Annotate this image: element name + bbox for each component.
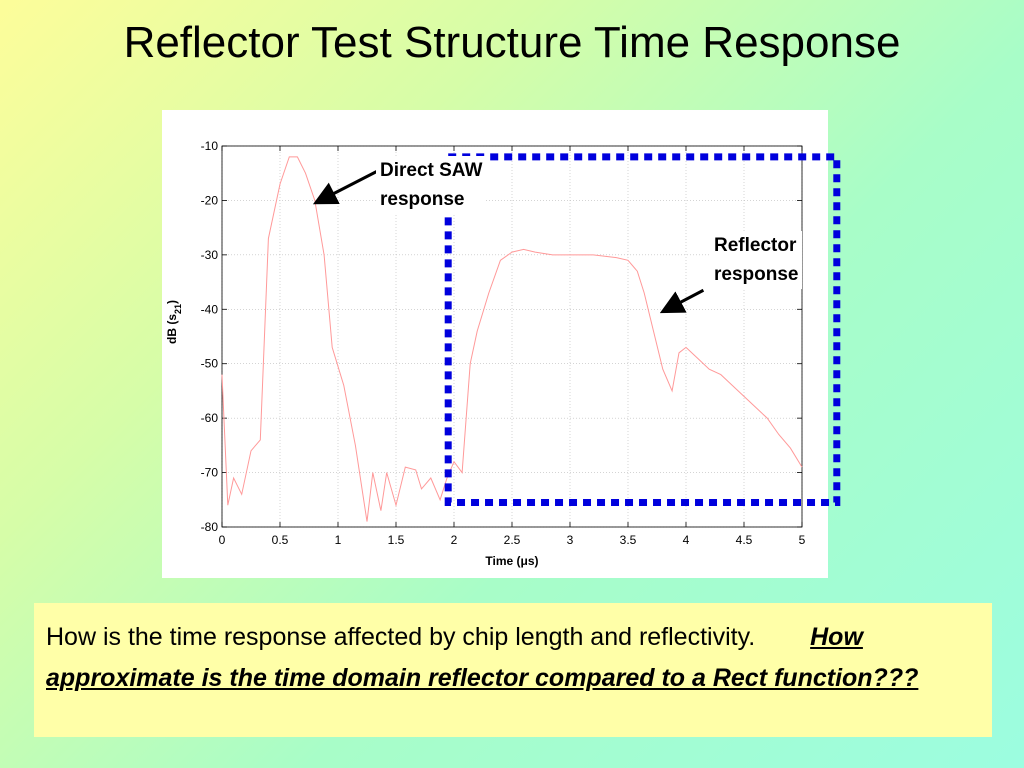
question-box: How is the time response affected by chi… bbox=[34, 603, 992, 737]
x-tick-label: 1.5 bbox=[388, 533, 405, 547]
tick-label-layer: 0 0.5 1 1.5 2 2.5 3 3.5 4 4.5 5 -10 -20 -30 -40 -50 -60 -… bbox=[201, 139, 806, 547]
x-axis-label: Time (μs) bbox=[485, 554, 538, 568]
x-tick-label: 0 bbox=[219, 533, 226, 547]
x-tick-label: 4.5 bbox=[736, 533, 753, 547]
x-tick-label: 1 bbox=[335, 533, 342, 547]
y-tick-label: -50 bbox=[201, 357, 219, 371]
plot-panel: 0 0.5 1 1.5 2 2.5 3 3.5 4 4.5 5 -10 -20 -30 -40 -50 -60 -… bbox=[162, 110, 828, 578]
y-tick-label: -70 bbox=[201, 466, 219, 480]
x-tick-label: 5 bbox=[799, 533, 806, 547]
reflector-callout-line2: response bbox=[714, 264, 799, 285]
x-tick-label: 2 bbox=[451, 533, 458, 547]
direct-callout-line2: response bbox=[380, 189, 465, 210]
x-tick-label: 3 bbox=[567, 533, 574, 547]
reflector-callout: Reflector response bbox=[710, 231, 803, 289]
y-tick-label: -60 bbox=[201, 411, 219, 425]
x-tick-label: 0.5 bbox=[272, 533, 289, 547]
line-chart: 0 0.5 1 1.5 2 2.5 3 3.5 4 4.5 5 -10 -20 -30 -40 -50 -60 -… bbox=[165, 139, 806, 568]
slide-title: Reflector Test Structure Time Response bbox=[123, 18, 901, 67]
direct-saw-callout: Direct SAW response bbox=[376, 156, 487, 214]
x-tick-label: 3.5 bbox=[620, 533, 637, 547]
question-plain-text: How is the time response affected by chi… bbox=[46, 623, 756, 651]
y-axis-label: dB (s21) bbox=[165, 300, 183, 344]
grid-layer bbox=[221, 145, 803, 528]
direct-callout-line1: Direct SAW bbox=[380, 160, 483, 181]
y-tick-label: -40 bbox=[201, 302, 219, 316]
series-line bbox=[221, 156, 803, 522]
trace-layer bbox=[221, 156, 803, 522]
y-tick-label: -30 bbox=[201, 248, 219, 262]
reflector-callout-line1: Reflector bbox=[714, 235, 797, 256]
y-tick-label: -80 bbox=[201, 520, 219, 534]
question-emphasis-text: How approximate is the time domain refle… bbox=[46, 623, 919, 692]
x-tick-label: 4 bbox=[683, 533, 690, 547]
y-tick-label: -20 bbox=[201, 193, 219, 207]
y-tick-label: -10 bbox=[201, 139, 219, 153]
x-tick-label: 2.5 bbox=[504, 533, 521, 547]
